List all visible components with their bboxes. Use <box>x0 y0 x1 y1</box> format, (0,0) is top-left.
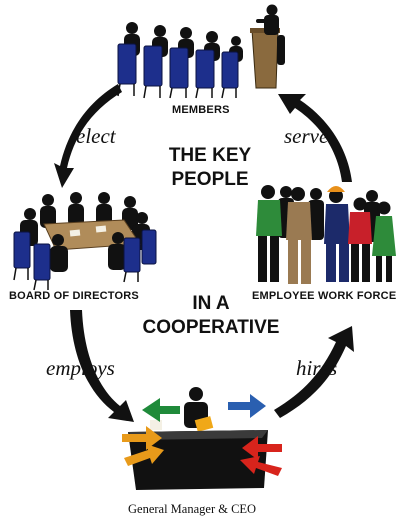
verb-serve: serve <box>284 124 329 148</box>
verb-elect: elect <box>76 124 116 148</box>
members-label: MEMBERS <box>172 104 230 116</box>
red-arrow-2 <box>240 456 282 476</box>
orange-arrow-1 <box>122 426 162 450</box>
center-line-2: PEOPLE <box>171 169 249 190</box>
center-title-bottom: IN A COOPERATIVE <box>126 292 296 340</box>
green-arrow <box>142 398 180 422</box>
center-line-4: COOPERATIVE <box>142 317 280 338</box>
manager-label: General Manager & CEO <box>128 502 257 516</box>
verb-employs: employs <box>46 356 115 380</box>
manager-desk <box>128 430 268 490</box>
workforce-illustration <box>256 185 396 284</box>
orange-arrow-2 <box>124 444 164 466</box>
center-line-1: THE KEY <box>168 145 252 166</box>
verb-hires: hires <box>296 356 338 380</box>
center-line-3: IN A <box>192 293 230 314</box>
board-label: BOARD OF DIRECTORS <box>9 290 139 302</box>
blue-arrow <box>228 394 266 418</box>
board-illustration <box>13 192 157 291</box>
arrow-hires <box>274 326 354 418</box>
manager-illustration <box>122 387 282 490</box>
arrow-elect <box>54 84 122 188</box>
arrow-serve <box>278 94 352 182</box>
center-title-top: THE KEY PEOPLE <box>140 144 280 192</box>
arrow-employs <box>70 310 134 422</box>
podium <box>251 29 279 89</box>
members-illustration <box>117 4 285 99</box>
red-arrow-1 <box>242 436 282 460</box>
speaker <box>256 4 285 65</box>
workforce-label: EMPLOYEE WORK FORCE <box>252 290 397 302</box>
cycle-arrows <box>54 84 354 422</box>
